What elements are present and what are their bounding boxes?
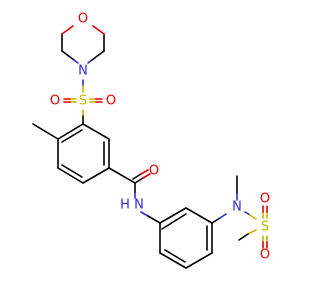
background bbox=[0, 0, 300, 300]
atom-amide-o: O bbox=[149, 164, 159, 179]
atom-amide-n: N bbox=[134, 198, 144, 213]
benzene-ring-2 bbox=[159, 207, 213, 269]
atom-sulfonyl2-o-top: O bbox=[260, 192, 270, 207]
amide-group bbox=[108, 167, 161, 224]
molecule-canvas: O N S O O O N H N S O O bbox=[0, 0, 300, 300]
atom-sulfonyl2-s: S bbox=[261, 220, 269, 235]
sulfonyl1-bonds bbox=[63, 98, 103, 103]
atom-sulfonyl1-o-right: O bbox=[106, 94, 116, 109]
atom-amide-h: H bbox=[120, 198, 130, 213]
atom-sulfonyl1-o-left: O bbox=[50, 94, 60, 109]
methyl-bond bbox=[32, 123, 59, 140]
atom-morpholine-o: O bbox=[78, 12, 88, 27]
atom-sulfonyl2-o-bottom: O bbox=[260, 248, 270, 263]
atom-morpholine-n: N bbox=[78, 64, 88, 79]
molecule-structure: O N S O O O N H N S O O bbox=[0, 0, 300, 300]
atom-sulfonamide-n: N bbox=[232, 200, 242, 215]
morpholine-ring bbox=[61, 25, 105, 64]
sulfonamide-group bbox=[211, 175, 268, 249]
benzene-ring-1 bbox=[57, 123, 110, 184]
atom-sulfonyl1-s: S bbox=[79, 94, 87, 109]
